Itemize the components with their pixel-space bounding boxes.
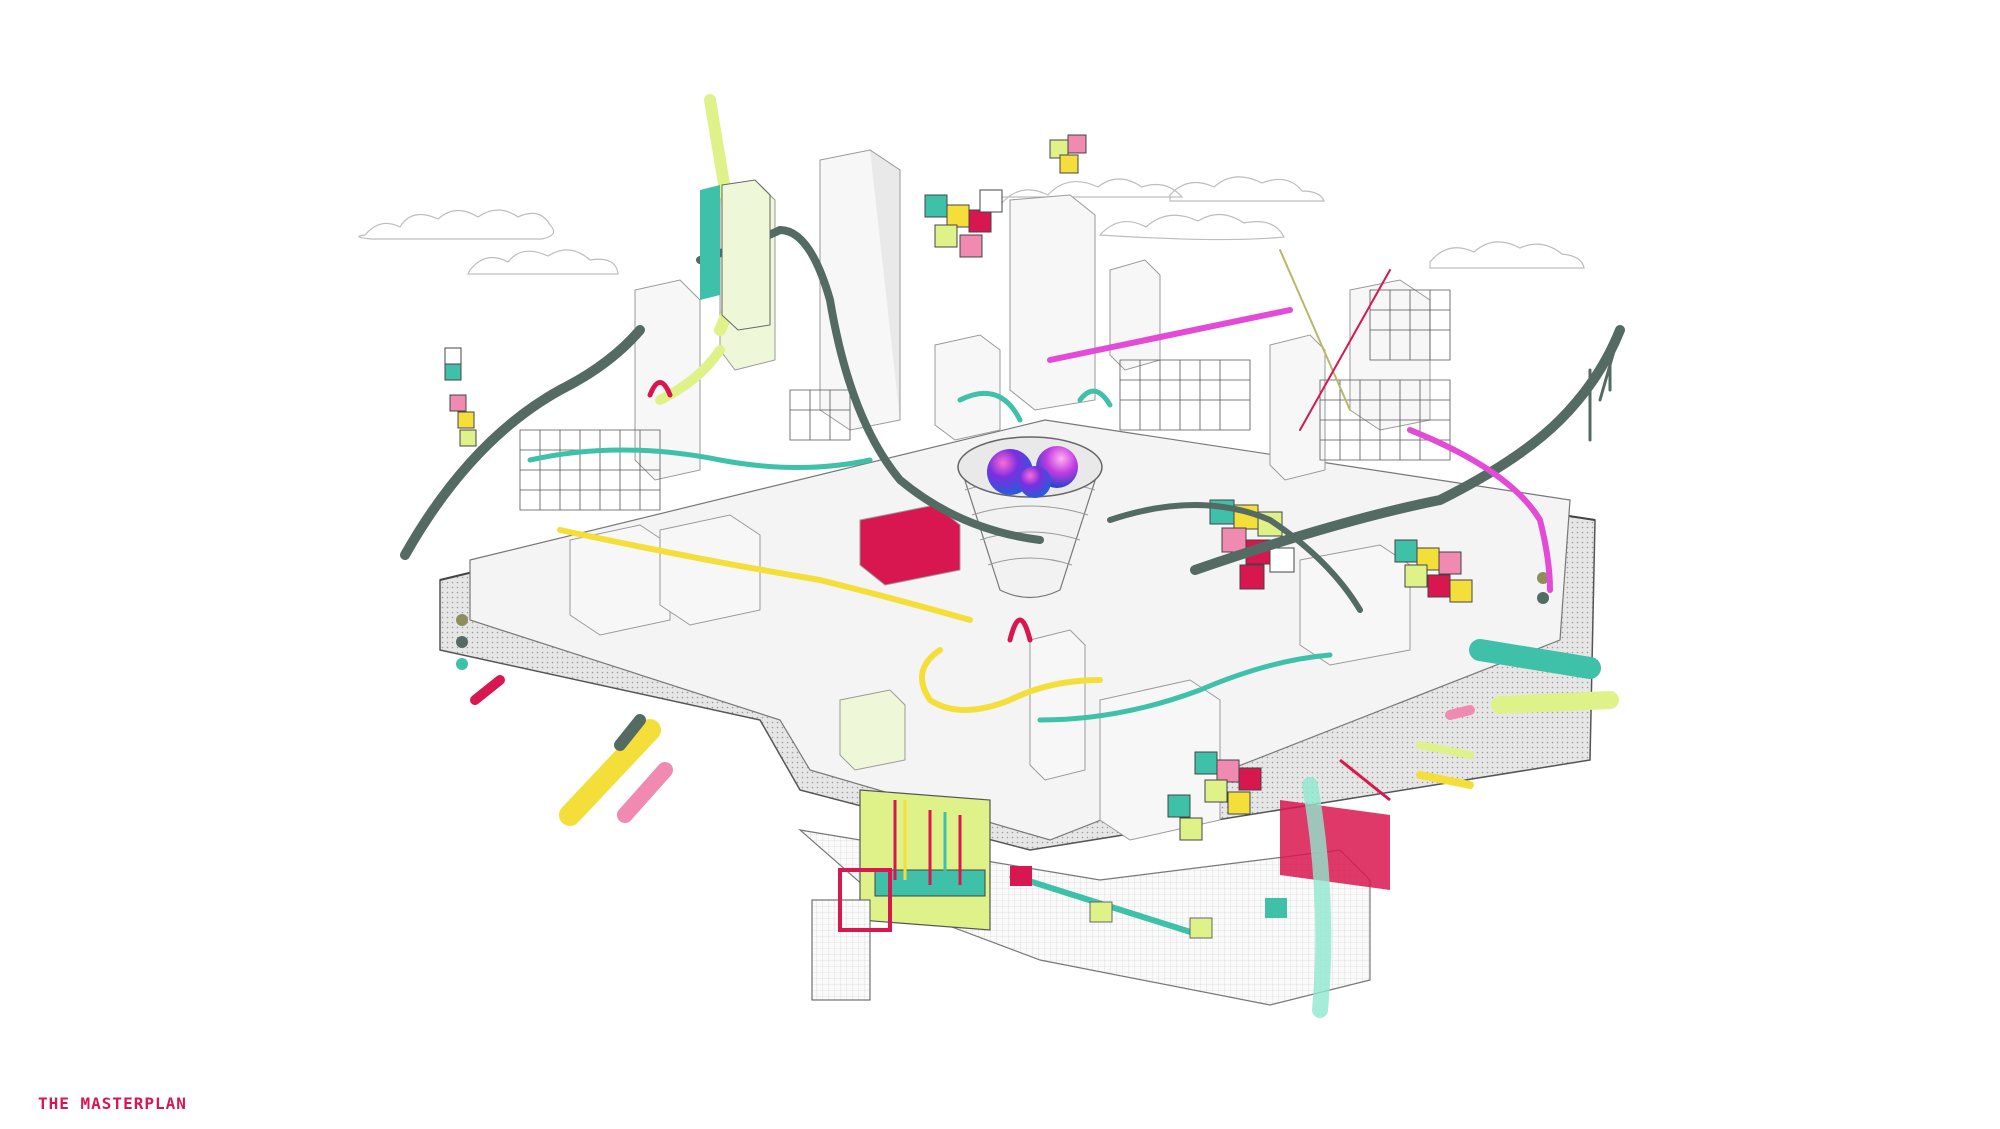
- tower-green: [700, 179, 771, 331]
- cube-cluster-1: [924, 189, 1003, 258]
- cube-cluster-6: [1167, 751, 1262, 841]
- cube-cluster-2: [1049, 134, 1087, 174]
- pipes: [456, 572, 1619, 826]
- cube-cluster-3: [444, 347, 477, 447]
- masterplan-caption: THE MASTERPLAN: [38, 1094, 187, 1113]
- clouds: [358, 176, 1585, 275]
- cube-cluster-5: [1394, 539, 1473, 603]
- underground-infrastructure: [798, 758, 1391, 1006]
- cube-clusters: [444, 134, 1473, 841]
- wireframe-structures: [519, 289, 1451, 511]
- central-cone: [957, 436, 1103, 599]
